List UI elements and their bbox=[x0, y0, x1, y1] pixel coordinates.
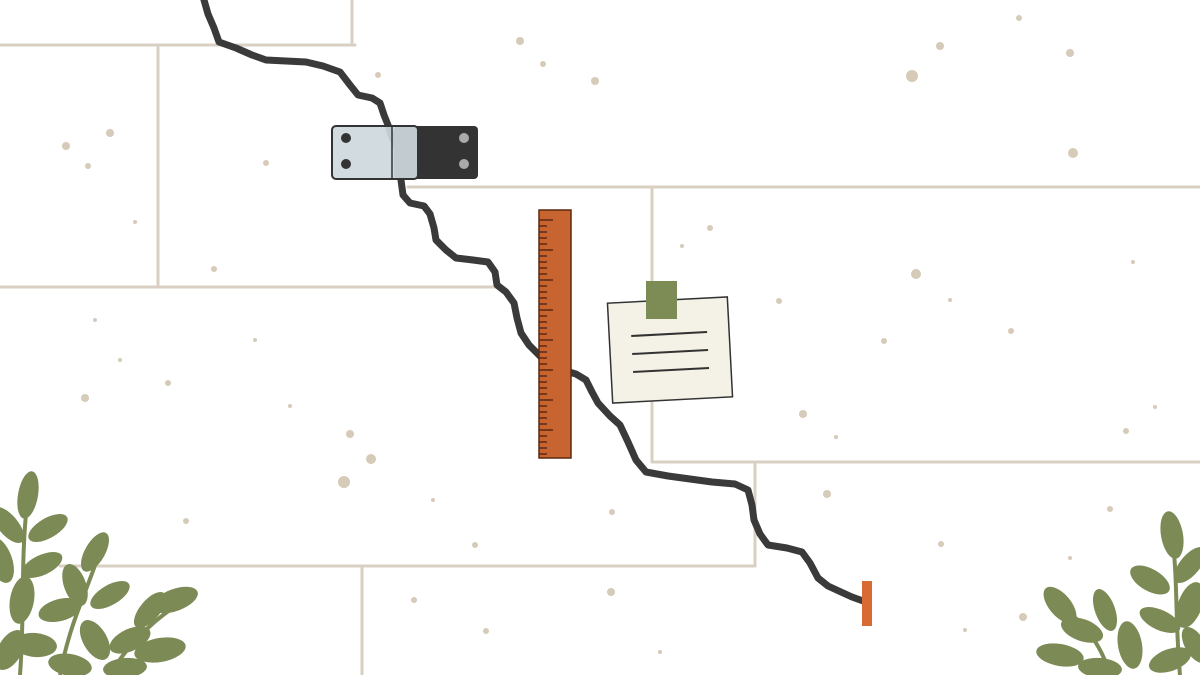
leaf bbox=[1181, 626, 1200, 664]
speck bbox=[834, 435, 838, 439]
speck bbox=[658, 650, 662, 654]
speck bbox=[85, 163, 91, 169]
speck bbox=[118, 358, 122, 362]
speck bbox=[106, 129, 114, 137]
speck bbox=[1066, 49, 1074, 57]
speck bbox=[609, 509, 615, 515]
leaf bbox=[1092, 589, 1118, 631]
speck bbox=[707, 225, 713, 231]
speck bbox=[1019, 613, 1027, 621]
speck bbox=[591, 77, 599, 85]
ruler-ticks bbox=[539, 219, 553, 455]
leaf bbox=[1130, 565, 1170, 595]
speck bbox=[823, 490, 831, 498]
speck bbox=[411, 597, 417, 603]
speck bbox=[375, 72, 381, 78]
note-line bbox=[632, 349, 709, 355]
leaf bbox=[1173, 546, 1200, 584]
speck bbox=[936, 42, 944, 50]
speck bbox=[431, 498, 435, 502]
leaf bbox=[0, 630, 26, 670]
speck bbox=[607, 588, 615, 596]
speck bbox=[211, 266, 217, 272]
leaf bbox=[0, 506, 25, 544]
leaf bbox=[21, 552, 63, 578]
speck bbox=[1016, 15, 1022, 21]
leaf bbox=[1176, 582, 1200, 628]
speck bbox=[963, 628, 967, 632]
leaf bbox=[79, 620, 111, 660]
speck bbox=[906, 70, 918, 82]
gauge-screw bbox=[341, 159, 351, 169]
speck bbox=[62, 142, 70, 150]
speck bbox=[263, 160, 269, 166]
leaf bbox=[134, 637, 186, 663]
leaf bbox=[81, 532, 109, 572]
speck bbox=[1107, 506, 1113, 512]
speck bbox=[680, 244, 684, 248]
leaf bbox=[1148, 647, 1192, 673]
speck bbox=[1131, 260, 1135, 264]
leaf bbox=[9, 576, 35, 624]
leaf bbox=[1139, 607, 1181, 633]
note-tape bbox=[646, 281, 677, 319]
speck bbox=[1153, 405, 1157, 409]
note-line bbox=[633, 366, 710, 373]
ruler-icon bbox=[538, 209, 572, 459]
speck bbox=[1068, 556, 1072, 560]
plant-icon bbox=[0, 471, 1200, 675]
speck bbox=[472, 542, 478, 548]
speck bbox=[253, 338, 257, 342]
leaf bbox=[62, 563, 88, 607]
leaf bbox=[1043, 586, 1077, 624]
leaf bbox=[1060, 617, 1104, 643]
speck bbox=[183, 518, 189, 524]
speck bbox=[799, 410, 807, 418]
speck bbox=[1008, 328, 1014, 334]
leaf bbox=[48, 653, 92, 675]
leaf bbox=[17, 471, 39, 519]
speck bbox=[338, 476, 350, 488]
speck bbox=[1068, 148, 1078, 158]
speck bbox=[540, 61, 546, 67]
wall-specks bbox=[62, 15, 1157, 654]
leaf bbox=[38, 597, 82, 623]
speck bbox=[346, 430, 354, 438]
speck bbox=[776, 298, 782, 304]
note-line bbox=[631, 331, 708, 338]
leaf bbox=[1036, 643, 1084, 667]
gauge-screw bbox=[459, 133, 469, 143]
leaf bbox=[103, 657, 147, 675]
speck bbox=[938, 541, 944, 547]
speck bbox=[93, 318, 97, 322]
speck bbox=[165, 380, 171, 386]
gauge-clear-plate bbox=[331, 125, 419, 180]
speck bbox=[288, 404, 292, 408]
speck bbox=[911, 269, 921, 279]
speck bbox=[1123, 428, 1129, 434]
note-icon bbox=[606, 296, 734, 404]
speck bbox=[133, 220, 137, 224]
leaf bbox=[1117, 621, 1143, 669]
gauge-screw bbox=[459, 159, 469, 169]
crack-gauge-icon bbox=[331, 125, 478, 180]
speck bbox=[948, 298, 952, 302]
gauge-screw bbox=[341, 133, 351, 143]
speck bbox=[366, 454, 376, 464]
leaf bbox=[1078, 657, 1122, 675]
speck bbox=[881, 338, 887, 344]
marker-pin-icon bbox=[862, 581, 872, 626]
speck bbox=[516, 37, 524, 45]
leaf bbox=[152, 586, 198, 614]
speck bbox=[81, 394, 89, 402]
leaf bbox=[0, 537, 14, 583]
speck bbox=[483, 628, 489, 634]
leaf bbox=[90, 581, 130, 609]
leaf bbox=[1160, 511, 1184, 559]
wall-crack bbox=[200, 0, 870, 606]
leaf bbox=[28, 514, 68, 542]
